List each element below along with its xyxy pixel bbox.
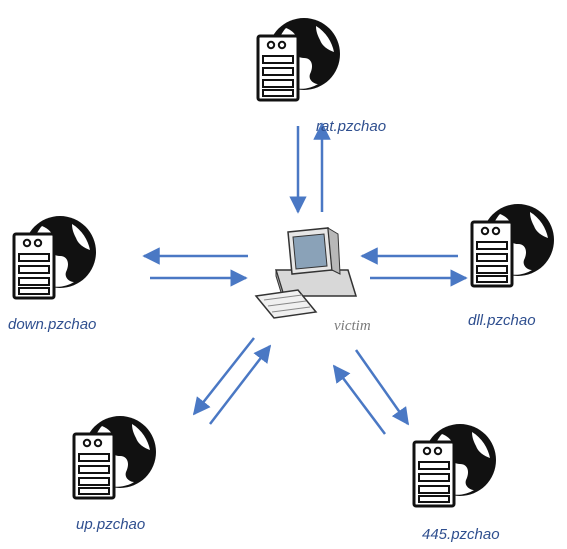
server-label: up.pzchao xyxy=(76,516,146,533)
computer-icon xyxy=(254,227,358,319)
victim-label: victim xyxy=(334,318,371,334)
server-globe-icon xyxy=(12,214,98,300)
arrow-up-to-victim xyxy=(209,344,272,425)
server-globe-icon xyxy=(256,16,342,102)
arrow-victim-to-up xyxy=(192,337,255,416)
server-globe-icon xyxy=(72,414,158,500)
arrow-victim-to-445 xyxy=(354,349,410,426)
arrow-445-to-victim xyxy=(332,364,386,435)
server-label: 445.pzchao xyxy=(422,526,500,543)
server-label: down.pzchao xyxy=(8,316,97,333)
server-label: rat.pzchao xyxy=(316,118,387,135)
server-globe-icon xyxy=(412,422,498,508)
server-globe-icon xyxy=(470,202,556,288)
server-label: dll.pzchao xyxy=(468,312,536,329)
